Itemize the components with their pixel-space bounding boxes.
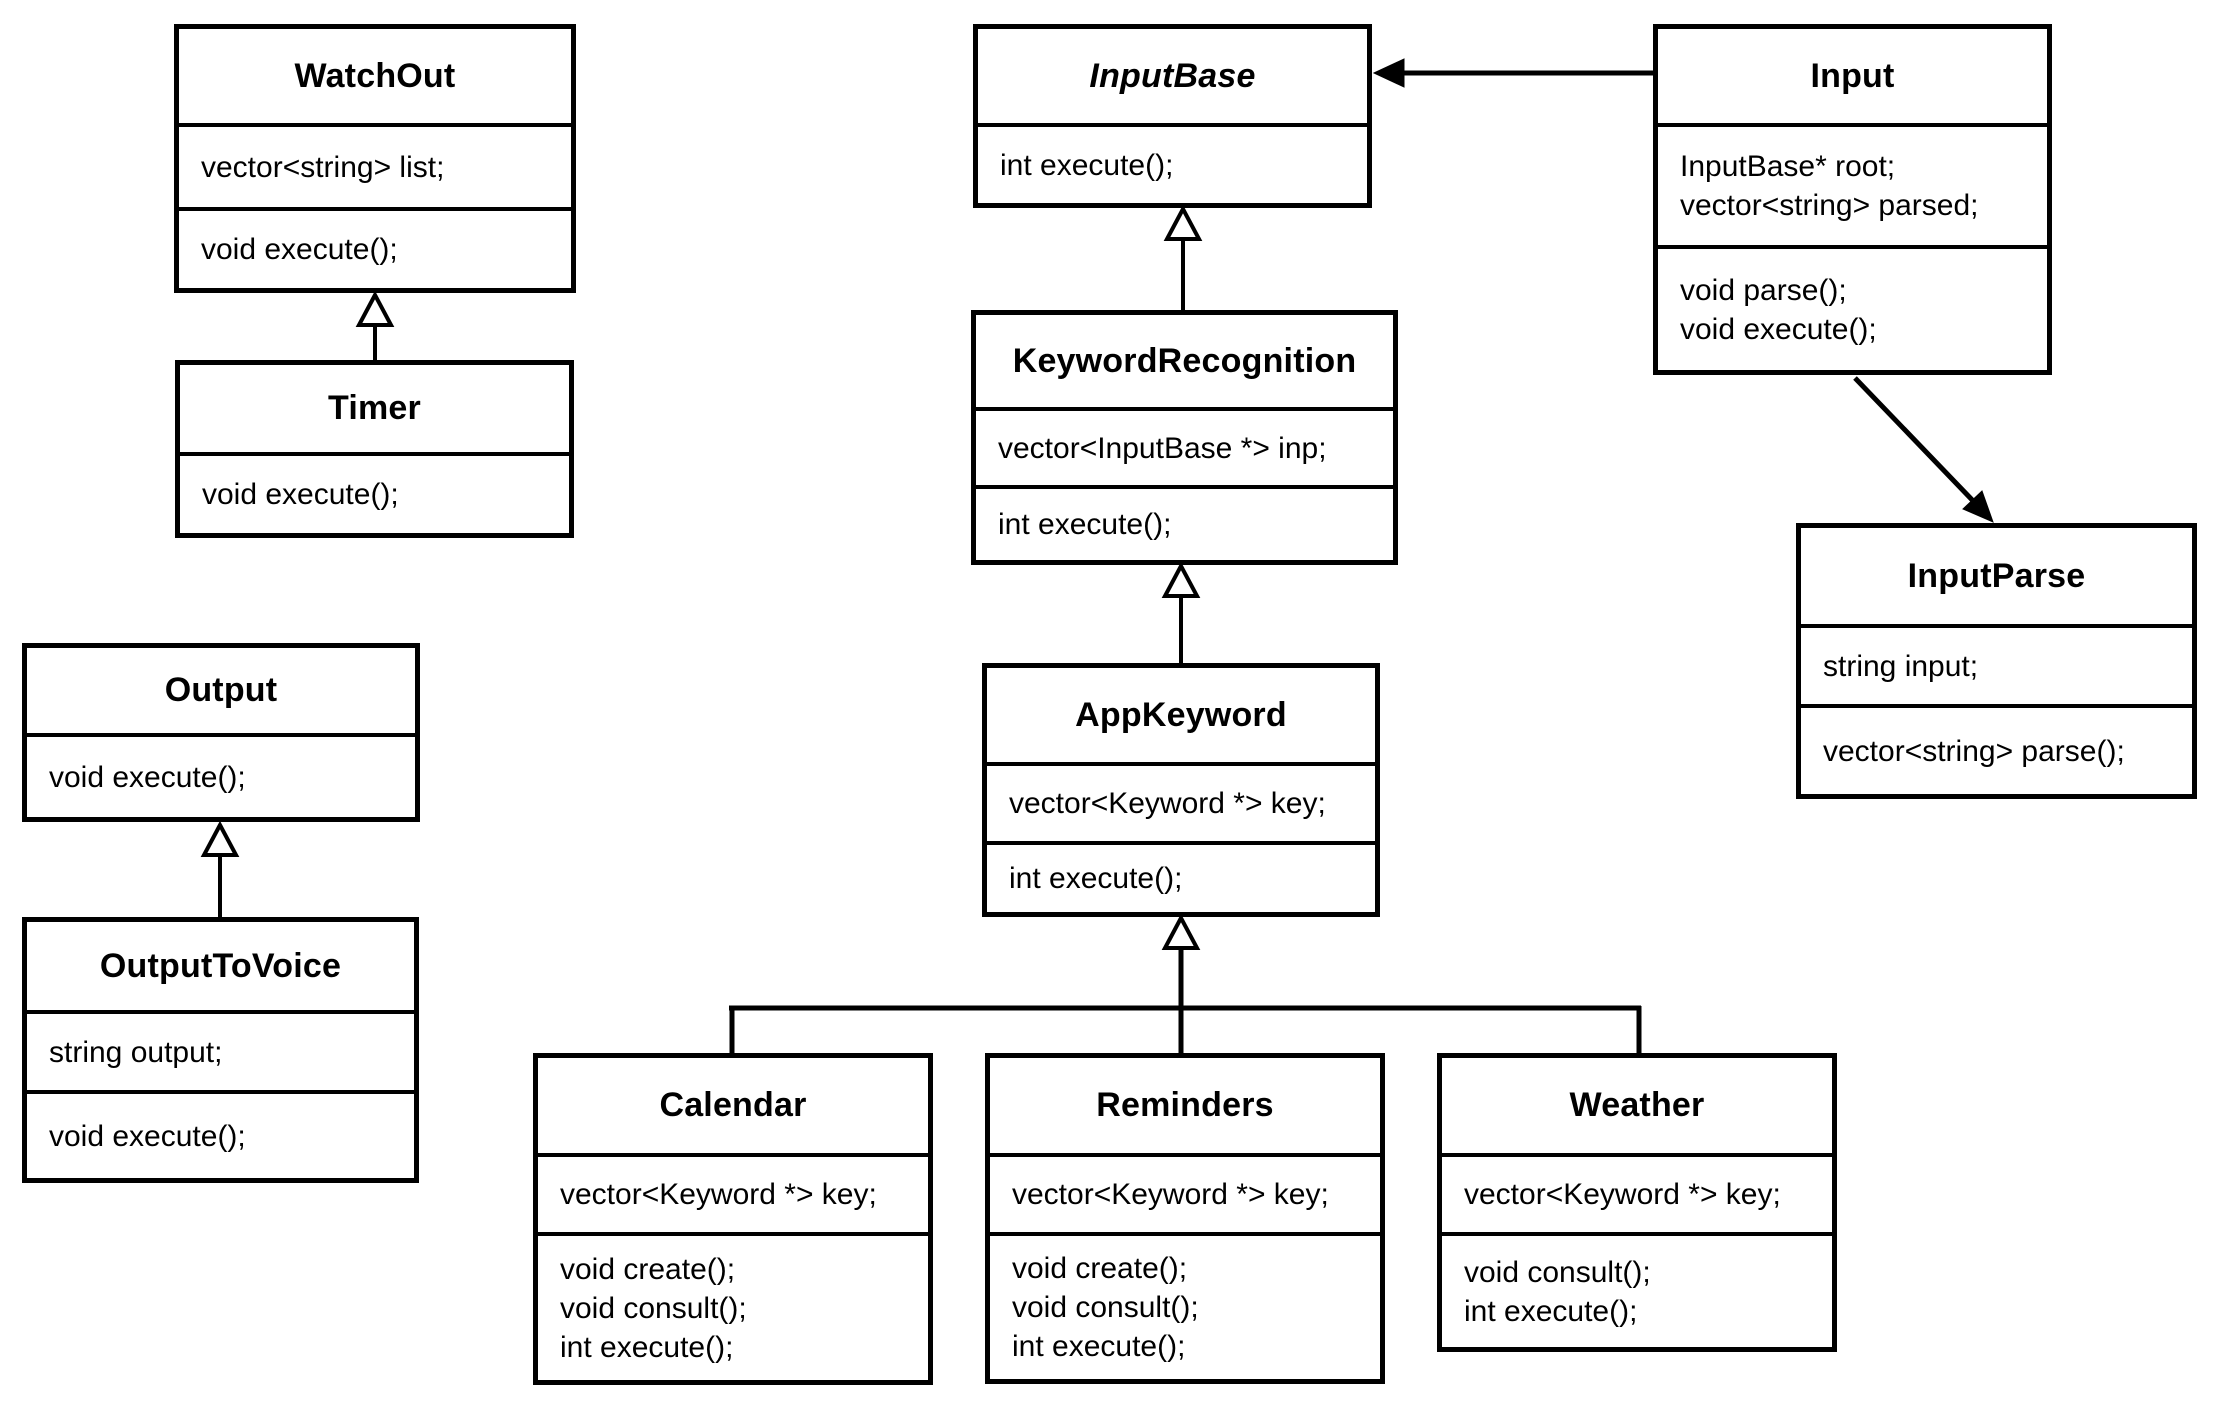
method: int execute(); — [1009, 862, 1183, 895]
methods-compartment: vector<string> parse(); — [1801, 704, 2192, 794]
class-name: KeywordRecognition — [1012, 341, 1357, 380]
method: int execute(); — [1000, 148, 1174, 182]
methods-compartment: void parse(); void execute(); — [1658, 245, 2047, 370]
class-outputtovoice: OutputToVoice string output; void execut… — [22, 917, 419, 1183]
attributes-compartment: string input; — [1801, 624, 2192, 704]
attribute: InputBase* root; — [1680, 150, 1896, 183]
solid-arrowhead-icon — [1372, 58, 1405, 88]
class-watchout: WatchOut vector<string> list; void execu… — [174, 24, 576, 293]
class-name: Calendar — [659, 1086, 807, 1124]
attributes-compartment: vector<Keyword *> key; — [987, 762, 1375, 841]
hollow-triangle-icon — [1161, 561, 1201, 598]
method: void execute(); — [49, 760, 246, 794]
class-name: InputBase — [1089, 56, 1256, 95]
class-name: OutputToVoice — [99, 946, 342, 985]
method: void consult(); — [1464, 1255, 1651, 1289]
attributes-compartment: InputBase* root; vector<string> parsed; — [1658, 123, 2047, 245]
attribute: vector<Keyword *> key; — [1012, 1178, 1329, 1211]
method: int execute(); — [1464, 1294, 1638, 1328]
class-keywordrecognition: KeywordRecognition vector<InputBase *> i… — [971, 310, 1398, 565]
methods-compartment: void consult(); int execute(); — [1442, 1232, 1832, 1347]
method: void execute(); — [202, 478, 399, 511]
method: void parse(); — [1680, 273, 1847, 307]
class-name: Output — [164, 671, 278, 709]
association-arrow-input-to-inputbase — [1372, 58, 1653, 88]
class-inputparse: InputParse string input; vector<string> … — [1796, 523, 2197, 799]
attribute: string input; — [1823, 649, 1979, 683]
class-appkeyword: AppKeyword vector<Keyword *> key; int ex… — [982, 663, 1380, 917]
attribute: vector<InputBase *> inp; — [998, 431, 1327, 465]
attribute: vector<Keyword *> key; — [1009, 787, 1326, 820]
methods-compartment: void execute(); — [179, 207, 571, 288]
attribute: vector<string> list; — [201, 150, 445, 184]
attributes-compartment: vector<string> list; — [179, 123, 571, 207]
method: vector<string> parse(); — [1823, 734, 2125, 768]
class-weather: Weather vector<Keyword *> key; void cons… — [1437, 1053, 1837, 1352]
inheritance-tree-children-to-appkeyword — [729, 913, 1642, 1053]
class-name: InputParse — [1907, 556, 2086, 595]
method: void execute(); — [201, 233, 398, 266]
class-name: AppKeyword — [1075, 695, 1287, 734]
attributes-compartment: string output; — [27, 1010, 414, 1090]
method: void create(); — [560, 1252, 736, 1286]
class-reminders: Reminders vector<Keyword *> key; void cr… — [985, 1053, 1385, 1384]
class-inputbase: InputBase int execute(); — [973, 24, 1372, 208]
methods-compartment: void execute(); — [27, 733, 415, 817]
class-input: Input InputBase* root; vector<string> pa… — [1653, 24, 2052, 375]
class-output: Output void execute(); — [22, 643, 420, 822]
attributes-compartment: vector<InputBase *> inp; — [976, 407, 1393, 485]
class-name: WatchOut — [294, 56, 456, 95]
hollow-triangle-icon — [355, 290, 395, 327]
attribute: vector<Keyword *> key; — [1464, 1178, 1781, 1211]
method: int execute(); — [1012, 1330, 1186, 1363]
methods-compartment: void create(); void consult(); int execu… — [538, 1232, 928, 1380]
method: void execute(); — [49, 1119, 246, 1153]
methods-compartment: int execute(); — [987, 841, 1375, 912]
method: void execute(); — [1680, 312, 1877, 346]
attribute: vector<Keyword *> key; — [560, 1178, 877, 1211]
method: void consult(); — [1012, 1291, 1199, 1324]
method: void consult(); — [560, 1291, 747, 1325]
inheritance-arrow-outputtovoice-to-output — [200, 820, 240, 917]
method: int execute(); — [998, 508, 1172, 541]
methods-compartment: void execute(); — [27, 1090, 414, 1178]
class-name: Weather — [1569, 1086, 1705, 1124]
association-arrow-input-to-inputparse — [1853, 376, 1994, 523]
inheritance-arrow-keywordrecognition-to-inputbase — [1163, 204, 1203, 310]
attribute: string output; — [49, 1035, 223, 1069]
methods-compartment: void execute(); — [180, 452, 569, 533]
method: int execute(); — [560, 1330, 734, 1364]
class-calendar: Calendar vector<Keyword *> key; void cre… — [533, 1053, 933, 1385]
class-name: Timer — [328, 389, 421, 427]
hollow-triangle-icon — [200, 820, 240, 857]
method: void create(); — [1012, 1252, 1188, 1285]
attributes-compartment: vector<Keyword *> key; — [538, 1153, 928, 1232]
methods-compartment: void create(); void consult(); int execu… — [990, 1232, 1380, 1379]
solid-arrowhead-icon — [1962, 490, 1994, 523]
attributes-compartment: vector<Keyword *> key; — [990, 1153, 1380, 1232]
methods-compartment: int execute(); — [976, 485, 1393, 560]
attribute: vector<string> parsed; — [1680, 189, 1979, 222]
inheritance-arrow-appkeyword-to-keywordrecognition — [1161, 561, 1201, 663]
class-timer: Timer void execute(); — [175, 360, 574, 538]
methods-compartment: int execute(); — [978, 123, 1367, 203]
inheritance-arrow-timer-to-watchout — [355, 290, 395, 360]
class-name: Input — [1810, 56, 1895, 95]
hollow-triangle-icon — [1161, 913, 1201, 950]
class-name: Reminders — [1096, 1086, 1274, 1124]
hollow-triangle-icon — [1163, 204, 1203, 241]
attributes-compartment: vector<Keyword *> key; — [1442, 1153, 1832, 1232]
